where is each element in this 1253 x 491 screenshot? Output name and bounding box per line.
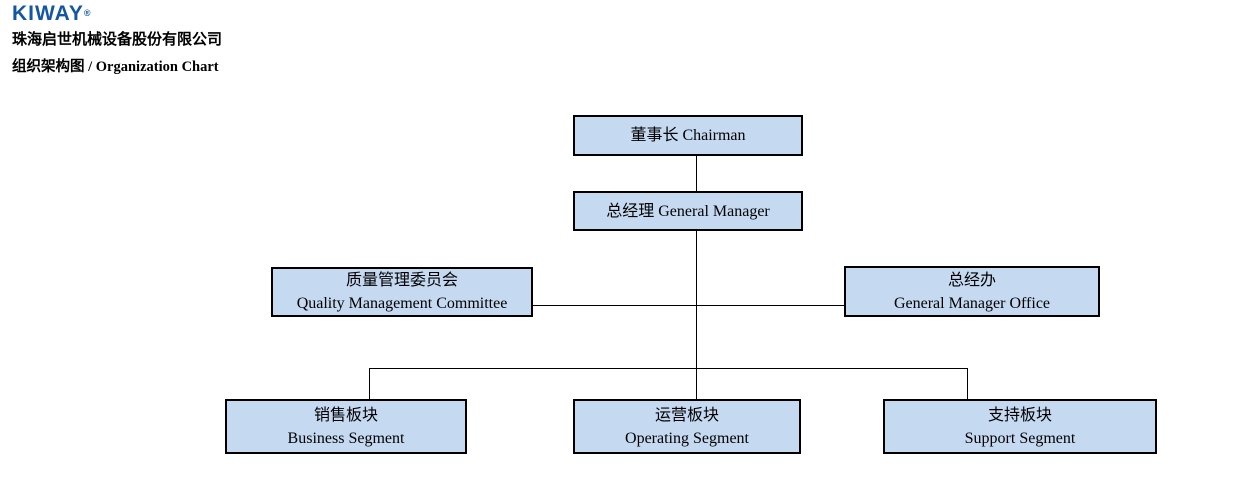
org-node-business-segment-label-en: Business Segment <box>287 429 405 447</box>
connector-drop-business-segment <box>369 368 370 399</box>
connector-gm-trunk <box>696 231 697 399</box>
org-node-chairman-label: 董事长 Chairman <box>630 127 746 144</box>
org-node-general-manager-office: 总经办 General Manager Office <box>844 266 1100 317</box>
connector-chairman-to-gm <box>696 156 697 191</box>
org-node-operating-segment-label-zh: 运营板块 <box>654 406 719 424</box>
org-node-operating-segment: 运营板块 Operating Segment <box>573 399 801 454</box>
connector-qmc-to-gmo <box>533 305 844 306</box>
org-node-general-manager-office-label-en: General Manager Office <box>893 294 1051 312</box>
company-name: 珠海启世机械设备股份有限公司 <box>12 31 223 48</box>
kiway-logo: KIWAY® <box>12 3 91 25</box>
org-node-general-manager-label: 总经理 General Manager <box>606 202 770 220</box>
org-node-general-manager: 总经理 General Manager <box>573 191 803 231</box>
org-node-operating-segment-label-en: Operating Segment <box>625 429 749 447</box>
connector-segments-distribution <box>369 368 967 369</box>
org-node-support-segment: 支持板块 Support Segment <box>883 399 1157 454</box>
org-node-support-segment-label-zh: 支持板块 <box>987 406 1052 424</box>
registered-trademark-symbol: ® <box>83 8 91 18</box>
org-node-business-segment: 销售板块 Business Segment <box>225 399 467 454</box>
connector-drop-support-segment <box>967 368 968 399</box>
org-node-support-segment-label-en: Support Segment <box>964 429 1076 447</box>
org-node-quality-management-committee-label-en: Quality Management Committee <box>296 295 508 312</box>
page-title: 组织架构图 / Organization Chart <box>12 59 219 75</box>
kiway-logo-text: KIWAY <box>12 2 84 25</box>
org-node-quality-management-committee-label-zh: 质量管理委员会 <box>345 272 458 289</box>
org-node-general-manager-office-label-zh: 总经办 <box>947 271 996 289</box>
org-node-business-segment-label-zh: 销售板块 <box>313 406 378 424</box>
org-node-chairman: 董事长 Chairman <box>573 115 803 156</box>
org-node-quality-management-committee: 质量管理委员会 Quality Management Committee <box>271 267 533 317</box>
